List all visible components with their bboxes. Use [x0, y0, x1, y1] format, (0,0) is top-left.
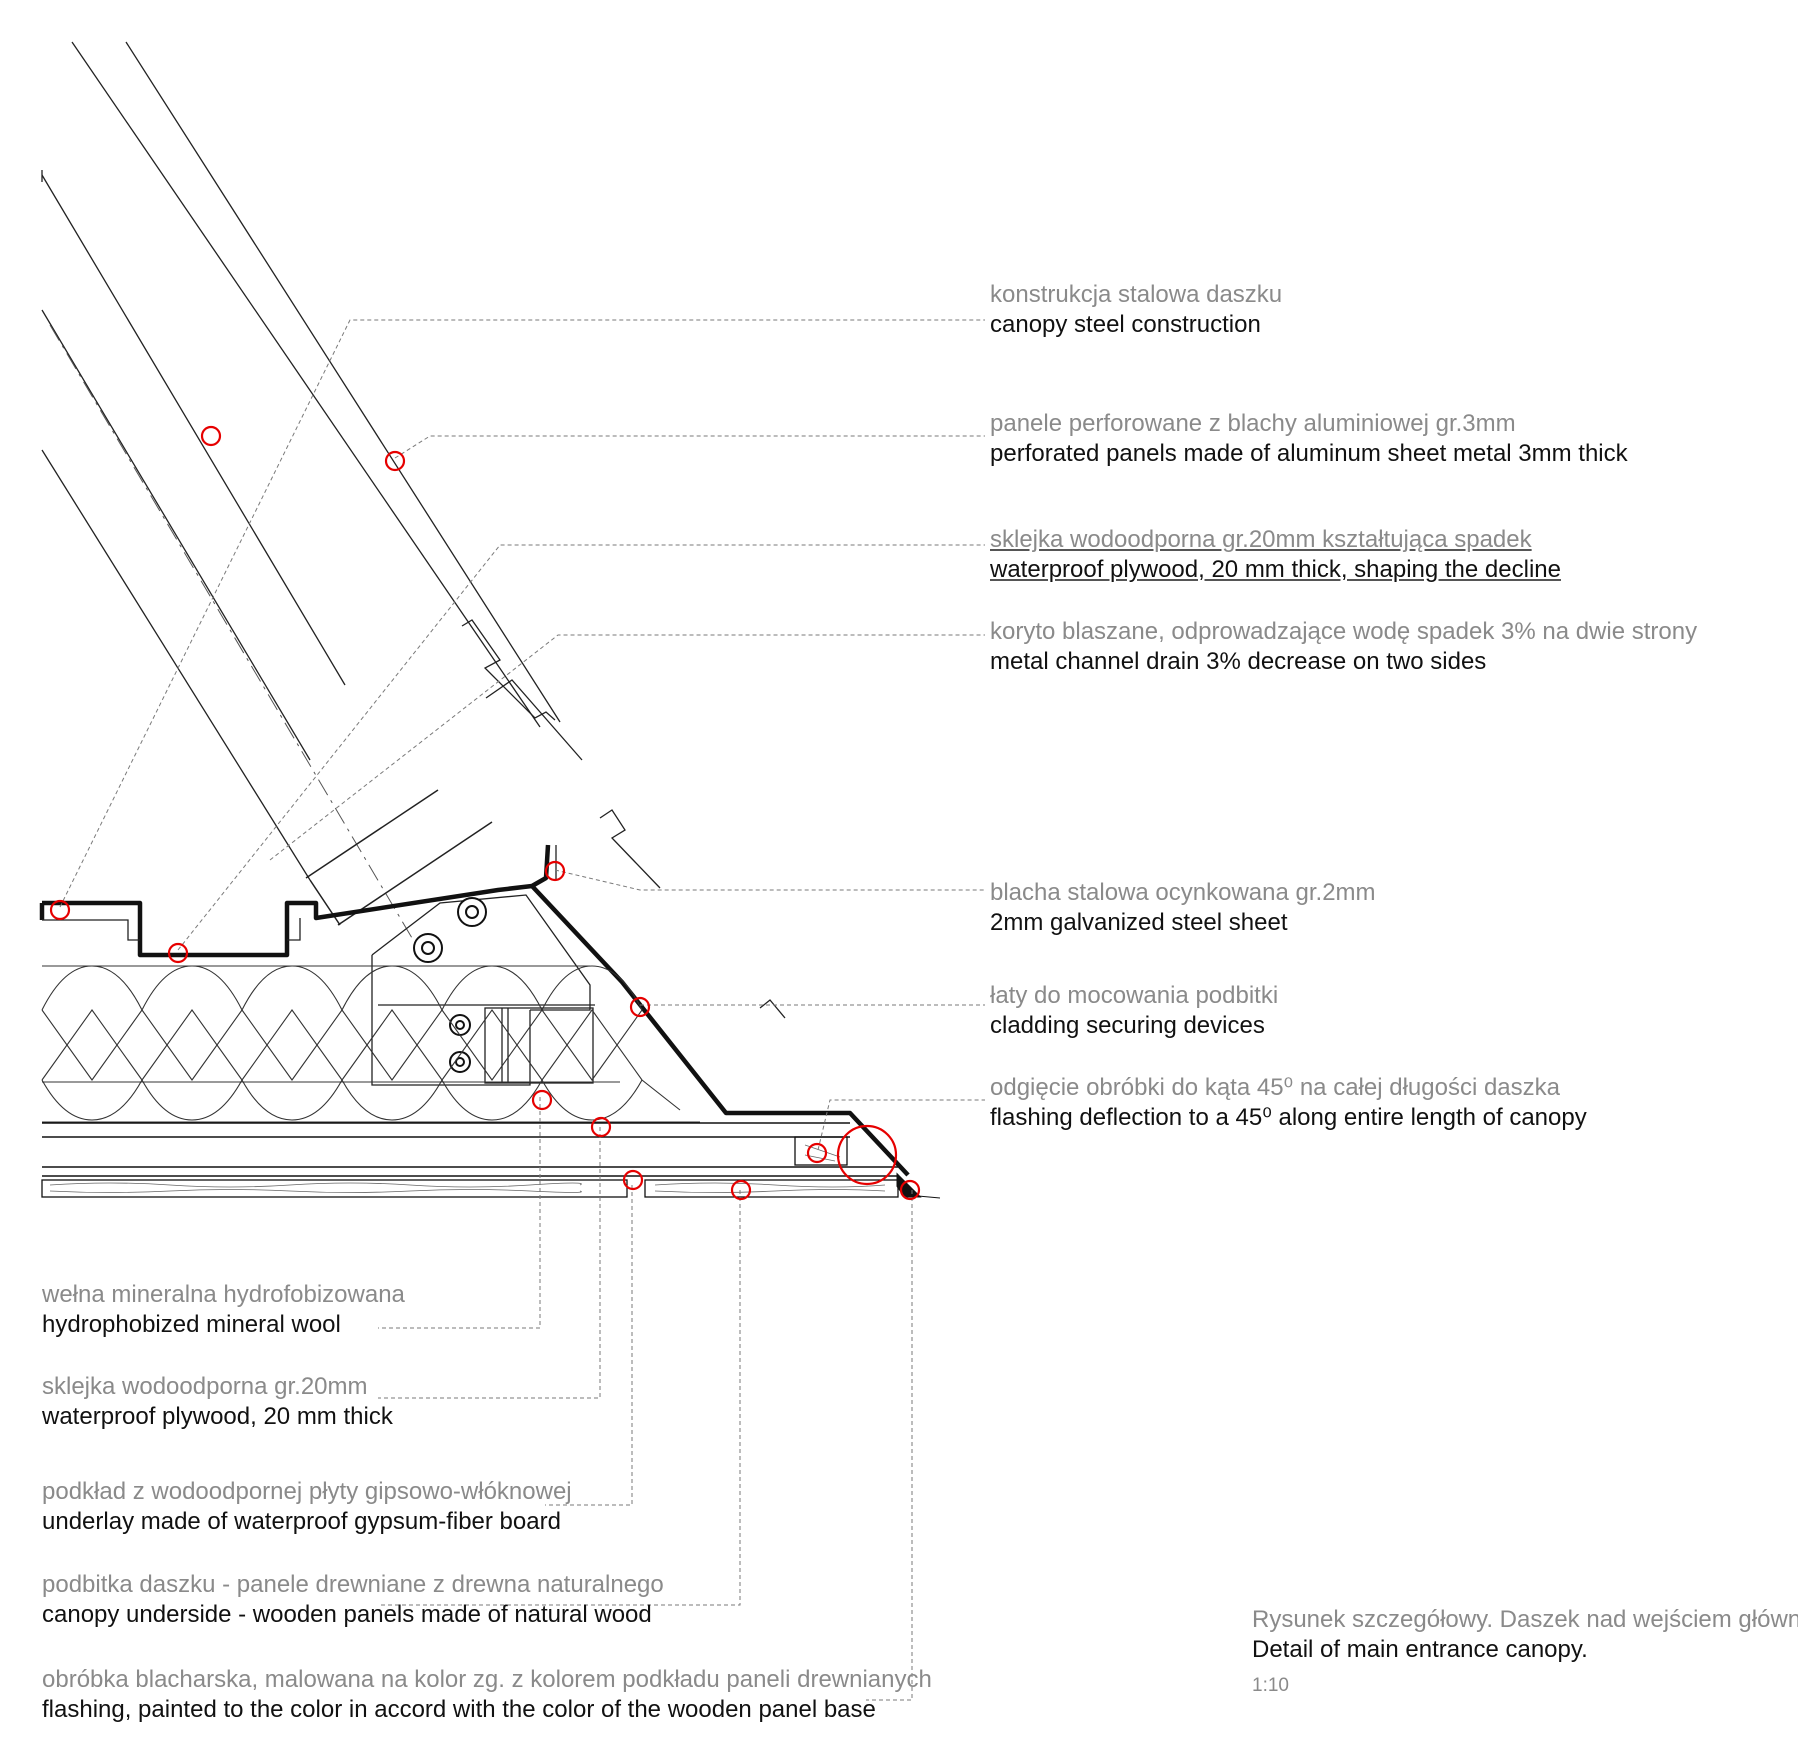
label-pl: łaty do mocowania podbitki — [990, 982, 1279, 1009]
label-pl: panele perforowane z blachy aluminiowej … — [990, 410, 1516, 437]
label-waterproof-plywood: sklejka wodoodporna gr.20mm waterproof p… — [42, 1372, 393, 1432]
label-pl: podbitka daszku - panele drewniane z dre… — [42, 1571, 664, 1598]
leader-lines — [59, 319, 985, 1701]
label-en: metal channel drain 3% decrease on two s… — [990, 648, 1487, 675]
galvanized-sheet — [39, 844, 910, 1177]
mineral-wool — [41, 965, 700, 1123]
label-en: flashing deflection to a 45⁰ along entir… — [990, 1104, 1587, 1131]
label-pl: podkład z wodoodpornej płyty gipsowo-włó… — [42, 1478, 572, 1505]
label-pl: obróbka blacharska, malowana na kolor zg… — [42, 1666, 932, 1693]
layers-bottom — [41, 1122, 899, 1198]
caption-en: Detail of main entrance canopy. — [1252, 1636, 1588, 1663]
label-plywood-decline: sklejka wodoodporna gr.20mm kształtująca… — [990, 525, 1561, 585]
label-galvanized-sheet: blacha stalowa ocynkowana gr.2mm 2mm gal… — [990, 878, 1376, 938]
label-flashing-painted: obróbka blacharska, malowana na kolor zg… — [42, 1665, 932, 1725]
label-pl: blacha stalowa ocynkowana gr.2mm — [990, 879, 1376, 906]
drawing-caption: Rysunek szczegółowy. Daszek nad wejściem… — [1252, 1605, 1798, 1697]
label-en: perforated panels made of aluminum sheet… — [990, 440, 1628, 467]
panel-joints — [461, 619, 786, 1019]
label-wooden-panels: podbitka daszku - panele drewniane z dre… — [42, 1570, 664, 1630]
label-en: cladding securing devices — [990, 1012, 1265, 1039]
label-en: canopy underside - wooden panels made of… — [42, 1601, 652, 1628]
label-pl: sklejka wodoodporna gr.20mm kształtująca… — [990, 526, 1532, 553]
label-en: waterproof plywood, 20 mm thick — [42, 1403, 393, 1430]
steel-frame — [305, 789, 493, 926]
wood-grain — [49, 1144, 886, 1193]
label-en: underlay made of waterproof gypsum-fiber… — [42, 1508, 561, 1535]
caption-pl: Rysunek szczegółowy. Daszek nad wejściem… — [1252, 1606, 1798, 1633]
drip-edge — [896, 1172, 941, 1199]
scale-label: 1:10 — [1252, 1675, 1289, 1696]
label-steel-construction: konstrukcja stalowa daszku canopy steel … — [990, 280, 1282, 340]
canopy-axis-line — [49, 324, 426, 961]
inclined-canopy — [41, 41, 561, 881]
label-pl: odgięcie obróbki do kąta 45⁰ na całej dł… — [990, 1074, 1560, 1101]
label-en: 2mm galvanized steel sheet — [990, 909, 1288, 936]
label-perforated-panels: panele perforowane z blachy aluminiowej … — [990, 409, 1628, 469]
label-en: hydrophobized mineral wool — [42, 1311, 341, 1338]
label-flashing-deflection: odgięcie obróbki do kąta 45⁰ na całej dł… — [990, 1073, 1587, 1133]
label-en: canopy steel construction — [990, 311, 1261, 338]
label-en: waterproof plywood, 20 mm thick, shaping… — [990, 556, 1561, 583]
callout-markers — [49, 425, 921, 1201]
label-gypsum-underlay: podkład z wodoodpornej płyty gipsowo-włó… — [42, 1477, 572, 1537]
label-pl: konstrukcja stalowa daszku — [990, 281, 1283, 308]
label-cladding-devices: łaty do mocowania podbitki cladding secu… — [990, 981, 1278, 1041]
label-pl: sklejka wodoodporna gr.20mm — [42, 1373, 368, 1400]
label-pl: wełna mineralna hydrofobizowana — [42, 1281, 405, 1308]
bracket-plate — [371, 894, 595, 1086]
label-mineral-wool: wełna mineralna hydrofobizowana hydropho… — [42, 1280, 405, 1340]
label-en: flashing, painted to the color in accord… — [42, 1696, 876, 1723]
bolts — [413, 897, 487, 1073]
label-channel-drain: koryto blaszane, odprowadzające wodę spa… — [990, 617, 1697, 677]
label-pl: koryto blaszane, odprowadzające wodę spa… — [990, 618, 1698, 645]
